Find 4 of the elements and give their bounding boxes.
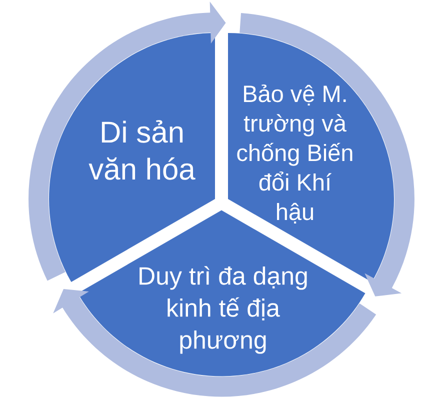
node-label: Di sản văn hóa bbox=[88, 120, 196, 180]
curved-arrow bbox=[53, 289, 376, 397]
curved-arrow bbox=[240, 12, 414, 296]
curved-arrow bbox=[28, 2, 226, 281]
